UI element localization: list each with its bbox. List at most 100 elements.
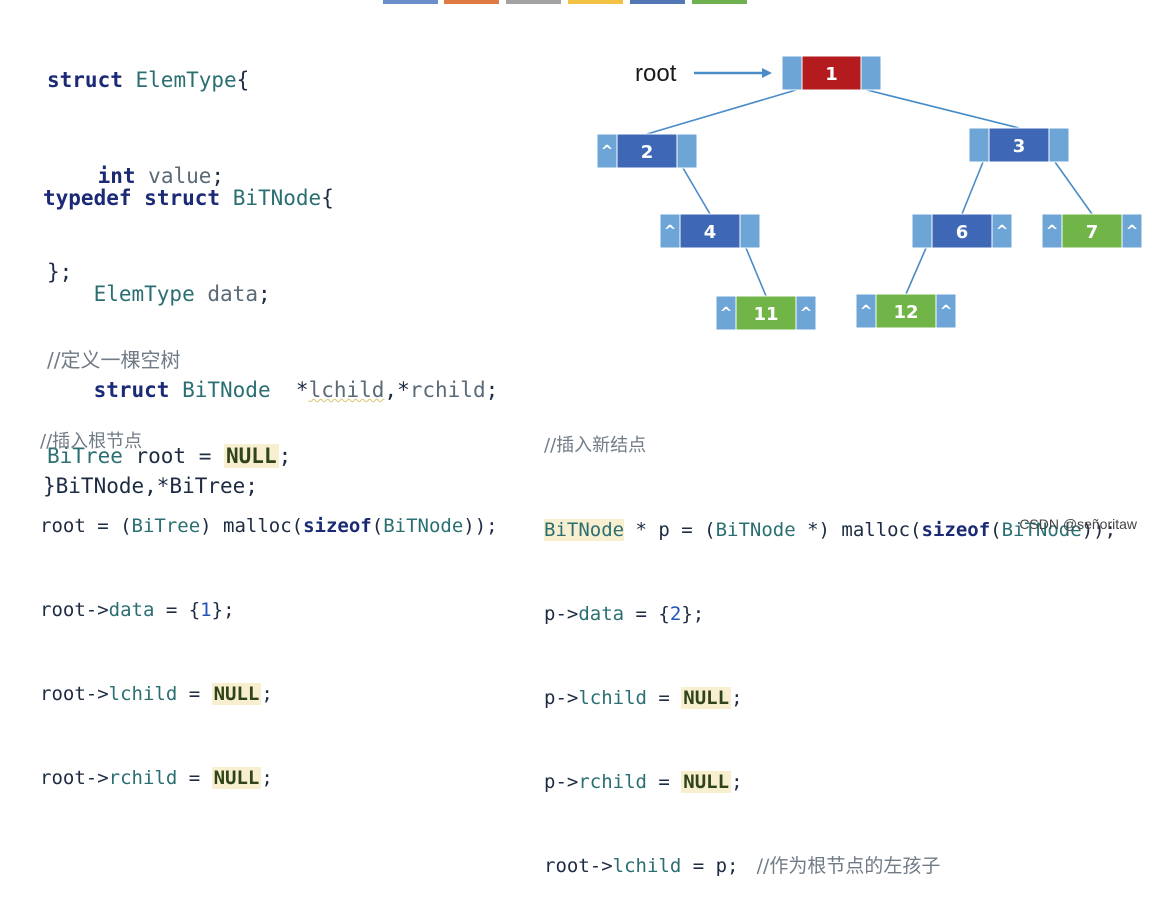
keyword: sizeof (921, 519, 991, 541)
field-name: lchild (108, 683, 178, 705)
tree-node-7: 7 ^ ^ (1041, 213, 1143, 249)
code-line: struct ElemType{ (47, 64, 249, 96)
node-value: 1 (825, 64, 838, 85)
code-comment: //插入新结点 (544, 435, 647, 456)
type-name: BiTNode (182, 378, 271, 402)
code-line: root = (BiTree) malloc(sizeof(BiTNode)); (40, 512, 498, 540)
code-line: root->data = {1}; (40, 596, 498, 624)
pointer-star: * (397, 378, 410, 402)
punct: ; (731, 687, 743, 709)
code-comment: //定义一棵空树 (47, 348, 181, 372)
null-pointer-marker: ^ (800, 304, 813, 322)
code-comment: //插入根节点 (40, 431, 143, 452)
null-pointer-marker: ^ (664, 222, 677, 240)
tree-node-11: 11^^ (715, 295, 817, 331)
data-cell (931, 213, 993, 249)
type-name: BiTree (131, 515, 201, 537)
toolbar-swatch[interactable] (568, 0, 623, 4)
code-line: root->rchild = NULL; (40, 764, 498, 792)
tree-node-3: 3 (968, 127, 1070, 163)
code-text: root-> (544, 855, 613, 877)
node-value: 11 (753, 304, 778, 325)
keyword: typedef (43, 186, 132, 210)
punct: ; (261, 683, 273, 705)
node-value: 2 (641, 142, 654, 163)
null-pointer-marker: ^ (1126, 222, 1139, 240)
null-pointer-marker: ^ (1046, 222, 1059, 240)
punct: ( (990, 519, 1002, 541)
toolbar-swatch[interactable] (692, 0, 747, 4)
number-literal: 1 (200, 599, 212, 621)
punct: ; (261, 767, 273, 789)
null-literal: NULL (681, 771, 732, 793)
tree-node-6: 6^ (911, 213, 1013, 249)
null-literal: NULL (224, 444, 279, 468)
node-value: 12 (893, 302, 918, 323)
code-line: p->data = {2}; (544, 600, 1116, 628)
code-text: = { (154, 599, 201, 621)
toolbar-swatch[interactable] (383, 0, 438, 4)
code-text: ) malloc( (200, 515, 304, 537)
toolbar-swatch[interactable] (630, 0, 685, 4)
type-name: BiTNode (232, 186, 322, 210)
code-line: int value; (47, 160, 249, 192)
punct: ; (278, 444, 292, 468)
toolbar-swatch[interactable] (444, 0, 499, 4)
node-value: 7 (1086, 222, 1099, 243)
field-name: lchild (612, 855, 682, 877)
tree-edge (1054, 161, 1093, 215)
node-value: 6 (956, 222, 969, 243)
field-name: data (207, 282, 258, 306)
brace: { (321, 186, 334, 210)
tree-node-2: 2^ (596, 133, 698, 169)
code-line: }; (47, 260, 73, 284)
node-value: 3 (1013, 136, 1026, 157)
code-text: root = (122, 444, 225, 468)
field-name: data (108, 599, 155, 621)
field-name: lchild (578, 687, 647, 709)
keyword: struct (47, 68, 123, 92)
toolbar-swatch[interactable] (506, 0, 561, 4)
punct: ; (211, 164, 225, 188)
code-text: root-> (40, 683, 109, 705)
right-pointer-cell (739, 213, 761, 249)
null-pointer-marker: ^ (860, 302, 873, 320)
tree-edge (905, 247, 927, 295)
type-name: ElemType (135, 68, 237, 92)
field-name: data (578, 603, 625, 625)
code-text: *) malloc( (795, 519, 922, 541)
code-line: p->rchild = NULL; (544, 768, 1116, 796)
tree-edge (745, 247, 767, 297)
node-value: 4 (704, 222, 717, 243)
tree-edges (646, 89, 1093, 297)
data-cell (801, 55, 862, 91)
punct: ; (485, 378, 499, 402)
brace: { (236, 68, 250, 92)
empty-tree-code: //定义一棵空树 BiTree root = NULL; (47, 280, 291, 504)
type-name: BiTNode (544, 519, 625, 541)
keyword: struct (144, 186, 221, 210)
field-name: rchild (578, 771, 647, 793)
punct: )); (463, 515, 498, 537)
punct: , (384, 378, 398, 402)
field-name: value (148, 164, 212, 188)
watermark: CSDN @señoritaw (1019, 516, 1137, 532)
tree-edge (682, 167, 711, 215)
code-line: BiTree root = NULL; (47, 440, 291, 472)
code-text: p-> (544, 603, 579, 625)
type-name: BiTNode (715, 519, 796, 541)
right-pointer-cell (860, 55, 882, 91)
root-label: root (635, 60, 677, 87)
code-comment: //作为根节点的左孩子 (738, 855, 941, 877)
right-pointer-cell (795, 295, 817, 331)
type-name: BiTree (47, 444, 123, 468)
null-literal: NULL (681, 687, 732, 709)
data-cell (616, 133, 678, 169)
code-text: = (646, 771, 682, 793)
code-line: struct BiTNode *lchild,*rchild; (43, 374, 499, 406)
code-text: = { (624, 603, 670, 625)
code-text: = p; (681, 855, 739, 877)
left-pointer-cell (911, 213, 933, 249)
punct: }; (211, 599, 235, 621)
right-pointer-cell (935, 293, 957, 329)
